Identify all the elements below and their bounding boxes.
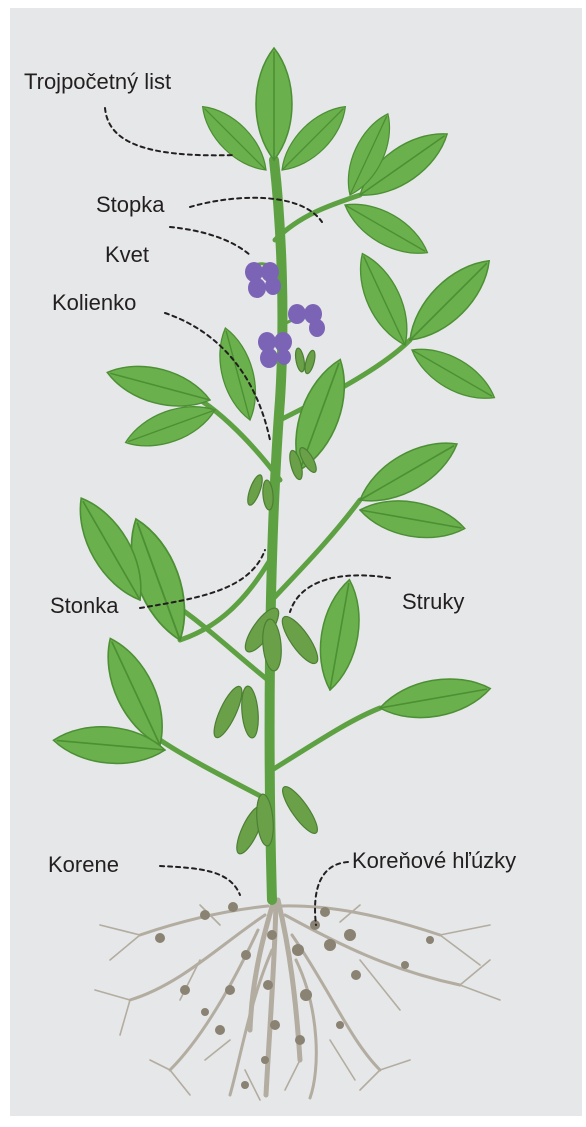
label-stem: Stonka bbox=[50, 593, 119, 618]
label-flower: Kvet bbox=[105, 242, 149, 267]
label-node: Kolienko bbox=[52, 290, 136, 315]
label-trifoliate-leaf: Trojpočetný list bbox=[24, 69, 171, 94]
label-root-nodules: Koreňové hľúzky bbox=[352, 848, 516, 873]
label-pods: Struky bbox=[402, 589, 464, 614]
label-roots: Korene bbox=[48, 852, 119, 877]
label-petiole: Stopka bbox=[96, 192, 165, 217]
root-system bbox=[95, 900, 500, 1100]
